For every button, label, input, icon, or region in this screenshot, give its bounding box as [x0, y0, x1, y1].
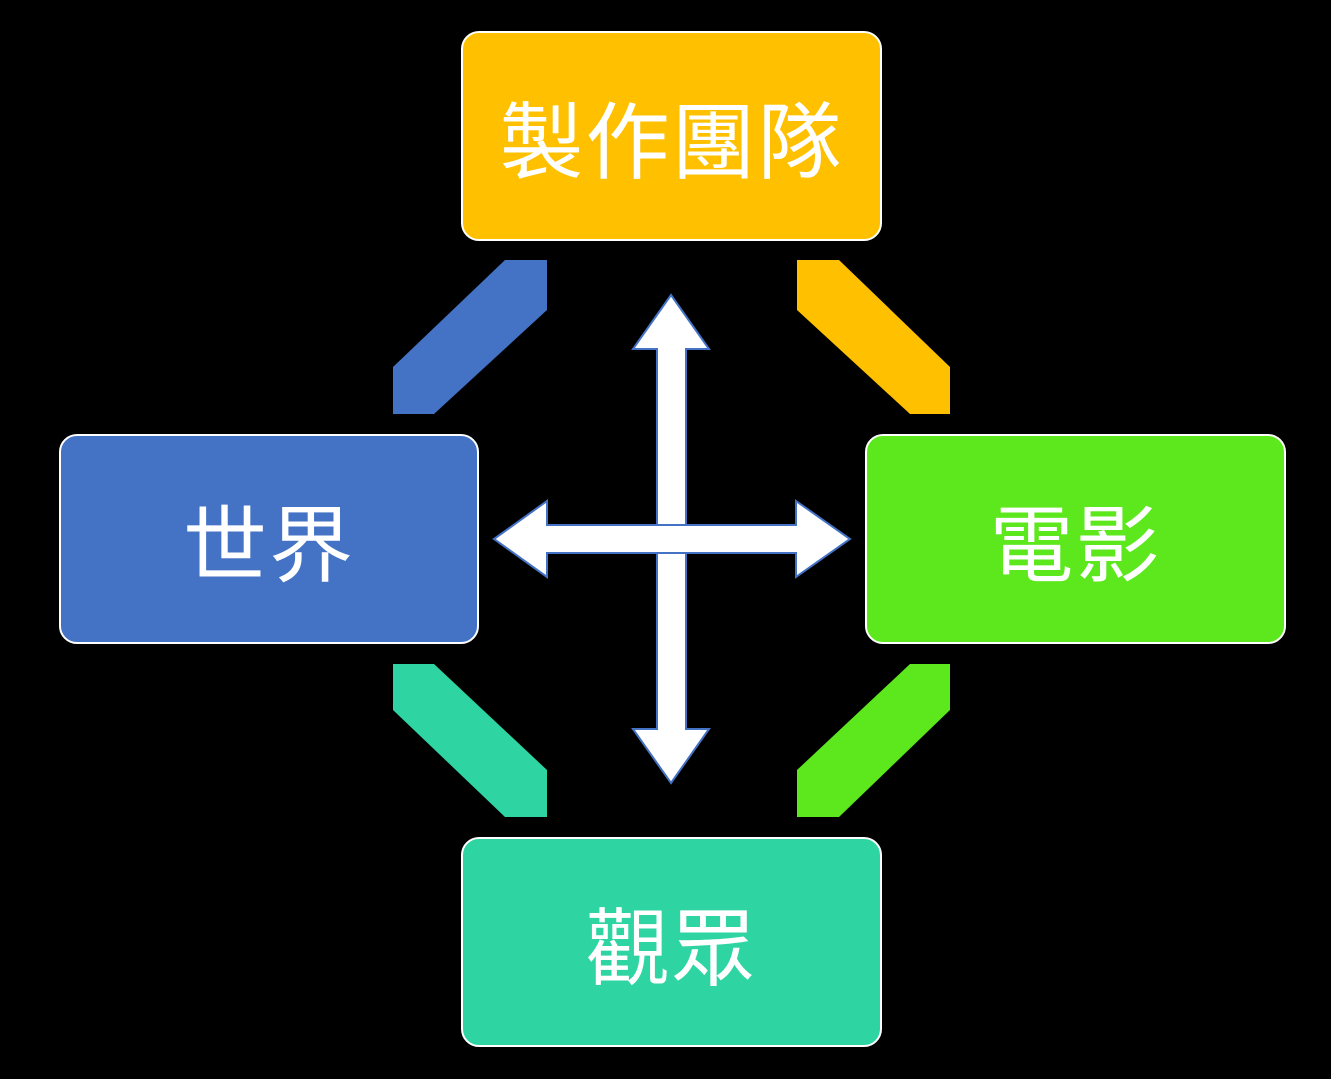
arrow-film-audience — [797, 664, 950, 817]
arrow-production-world — [393, 260, 547, 414]
node-film-label: 電影 — [989, 496, 1162, 595]
node-production-team: 製作團隊 — [461, 31, 882, 241]
arrow-world-audience — [393, 664, 547, 817]
node-world-label: 世界 — [182, 496, 355, 595]
node-world: 世界 — [59, 434, 479, 644]
node-production-team-label: 製作團隊 — [499, 93, 844, 192]
arrow-world-film — [492, 499, 852, 579]
node-audience-label: 觀眾 — [585, 899, 758, 998]
arrow-production-film — [797, 260, 950, 414]
node-film: 電影 — [865, 434, 1286, 644]
node-audience: 觀眾 — [461, 837, 882, 1047]
